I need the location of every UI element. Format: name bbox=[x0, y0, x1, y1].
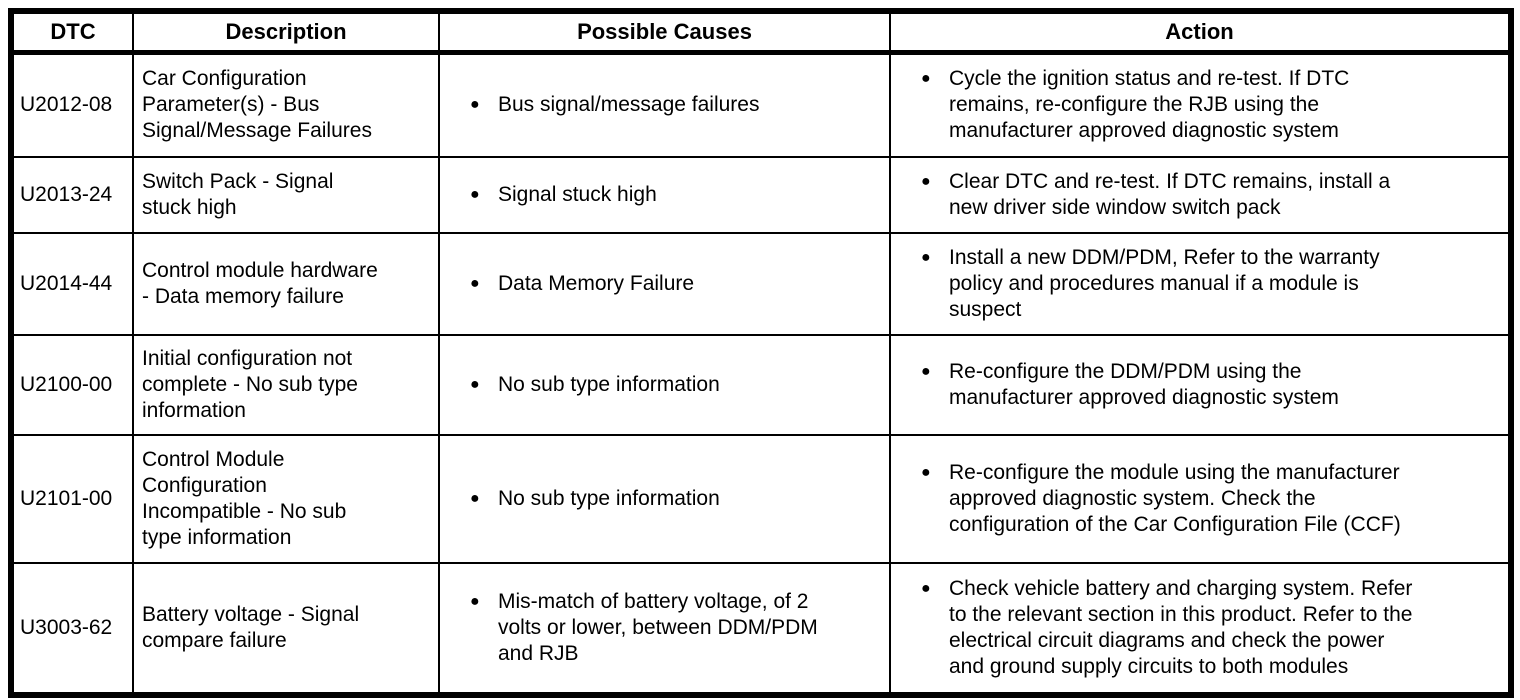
bullet-icon: ● bbox=[470, 375, 480, 393]
cause-item: ● No sub type information bbox=[441, 372, 888, 398]
action-item: ● Re-configure the DDM/PDM using the man… bbox=[892, 359, 1508, 411]
action-text: Re-configure the module using the manufa… bbox=[949, 460, 1401, 536]
causes-cell: ● Signal stuck high bbox=[438, 155, 891, 234]
action-text: Clear DTC and re-test. If DTC remains, i… bbox=[949, 169, 1391, 219]
bullet-icon: ● bbox=[921, 70, 931, 88]
bullet-icon: ● bbox=[921, 172, 931, 190]
dtc-cell: U2013-24 bbox=[10, 155, 134, 234]
column-header-dtc: DTC bbox=[10, 10, 134, 55]
bullet-icon: ● bbox=[470, 489, 480, 507]
table-row: U2014-44 Control module hardware - Data … bbox=[10, 231, 1512, 336]
table-row: U2100-00 Initial configuration not compl… bbox=[10, 333, 1512, 436]
action-item: ● Clear DTC and re-test. If DTC remains,… bbox=[892, 169, 1508, 221]
bullet-icon: ● bbox=[921, 463, 931, 481]
bullet-icon: ● bbox=[921, 579, 931, 597]
bullet-icon: ● bbox=[921, 248, 931, 266]
action-cell: ● Re-configure the DDM/PDM using the man… bbox=[889, 333, 1512, 436]
dtc-cell: U2012-08 bbox=[10, 51, 134, 158]
action-text: Check vehicle battery and charging syste… bbox=[949, 576, 1413, 678]
action-cell: ● Re-configure the module using the manu… bbox=[889, 433, 1512, 564]
table-row: U3003-62 Battery voltage - Signal compar… bbox=[10, 561, 1512, 696]
causes-cell: ● Mis-match of battery voltage, of 2 vol… bbox=[438, 561, 891, 696]
causes-cell: ● No sub type information bbox=[438, 333, 891, 436]
action-cell: ● Clear DTC and re-test. If DTC remains,… bbox=[889, 155, 1512, 234]
cause-text: No sub type information bbox=[498, 486, 720, 510]
cause-item: ● No sub type information bbox=[441, 486, 888, 512]
dtc-cell: U2014-44 bbox=[10, 231, 134, 336]
table-row: U2101-00 Control Module Configuration In… bbox=[10, 433, 1512, 564]
action-item: ● Re-configure the module using the manu… bbox=[892, 460, 1508, 538]
cause-item: ● Mis-match of battery voltage, of 2 vol… bbox=[441, 589, 888, 667]
action-cell: ● Install a new DDM/PDM, Refer to the wa… bbox=[889, 231, 1512, 336]
table-row: U2013-24 Switch Pack - Signal stuck high… bbox=[10, 155, 1512, 234]
action-cell: ● Cycle the ignition status and re-test.… bbox=[889, 51, 1512, 158]
cause-item: ● Bus signal/message failures bbox=[441, 92, 888, 118]
bullet-icon: ● bbox=[470, 96, 480, 114]
dtc-table-container: DTC Description Possible Causes Action U… bbox=[8, 8, 1514, 698]
cause-text: Data Memory Failure bbox=[498, 271, 695, 295]
dtc-cell: U2100-00 bbox=[10, 333, 134, 436]
description-cell: Car Configuration Parameter(s) - Bus Sig… bbox=[132, 51, 440, 158]
cause-item: ● Data Memory Failure bbox=[441, 271, 888, 297]
action-text: Re-configure the DDM/PDM using the manuf… bbox=[949, 359, 1339, 409]
column-header-possible-causes: Possible Causes bbox=[438, 10, 891, 55]
dtc-table: DTC Description Possible Causes Action U… bbox=[8, 8, 1514, 698]
action-cell: ● Check vehicle battery and charging sys… bbox=[889, 561, 1512, 696]
action-item: ● Cycle the ignition status and re-test.… bbox=[892, 66, 1508, 144]
cause-item: ● Signal stuck high bbox=[441, 182, 888, 208]
action-text: Cycle the ignition status and re-test. I… bbox=[949, 67, 1350, 143]
action-text: Install a new DDM/PDM, Refer to the warr… bbox=[949, 245, 1380, 321]
description-cell: Initial configuration not complete - No … bbox=[132, 333, 440, 436]
causes-cell: ● Data Memory Failure bbox=[438, 231, 891, 336]
action-item: ● Check vehicle battery and charging sys… bbox=[892, 576, 1508, 680]
dtc-cell: U2101-00 bbox=[10, 433, 134, 564]
cause-text: Mis-match of battery voltage, of 2 volts… bbox=[498, 589, 818, 665]
column-header-description: Description bbox=[132, 10, 440, 55]
causes-cell: ● No sub type information bbox=[438, 433, 891, 564]
header-row: DTC Description Possible Causes Action bbox=[10, 10, 1512, 55]
description-cell: Control module hardware - Data memory fa… bbox=[132, 231, 440, 336]
bullet-icon: ● bbox=[470, 592, 480, 610]
causes-cell: ● Bus signal/message failures bbox=[438, 51, 891, 158]
cause-text: Bus signal/message failures bbox=[498, 93, 760, 117]
bullet-icon: ● bbox=[470, 185, 480, 203]
description-cell: Battery voltage - Signal compare failure bbox=[132, 561, 440, 696]
cause-text: Signal stuck high bbox=[498, 182, 657, 206]
bullet-icon: ● bbox=[470, 274, 480, 292]
action-item: ● Install a new DDM/PDM, Refer to the wa… bbox=[892, 245, 1508, 323]
description-cell: Control Module Configuration Incompatibl… bbox=[132, 433, 440, 564]
bullet-icon: ● bbox=[921, 362, 931, 380]
dtc-cell: U3003-62 bbox=[10, 561, 134, 696]
column-header-action: Action bbox=[889, 10, 1512, 55]
description-cell: Switch Pack - Signal stuck high bbox=[132, 155, 440, 234]
cause-text: No sub type information bbox=[498, 372, 720, 396]
table-row: U2012-08 Car Configuration Parameter(s) … bbox=[10, 51, 1512, 158]
